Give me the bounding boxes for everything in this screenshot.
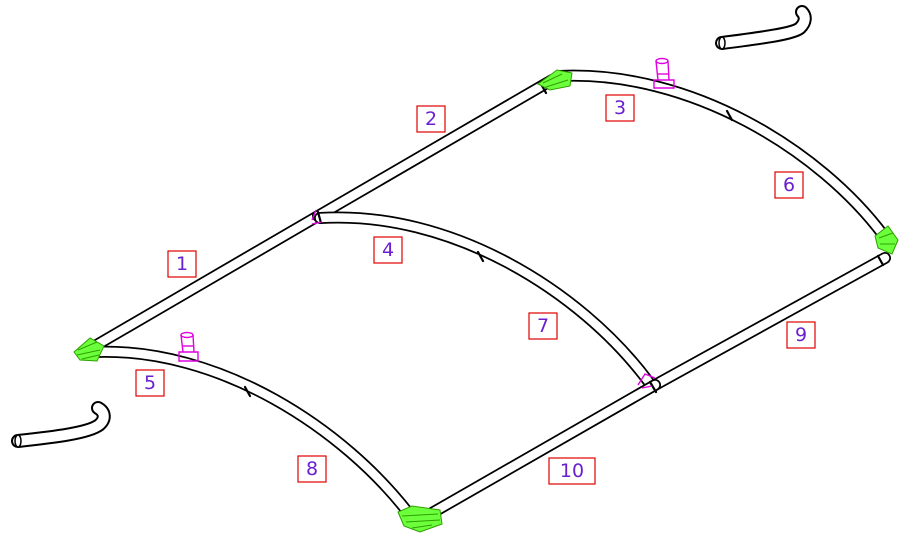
label-4: 4 bbox=[373, 236, 403, 264]
label-6-text: 6 bbox=[783, 174, 795, 196]
label-1: 1 bbox=[167, 250, 197, 278]
connector-mid-right bbox=[637, 373, 656, 389]
label-9: 9 bbox=[786, 321, 816, 349]
label-5-text: 5 bbox=[144, 372, 156, 394]
label-8: 8 bbox=[297, 455, 327, 483]
hose-top-right bbox=[715, 5, 812, 50]
label-10: 10 bbox=[548, 457, 596, 485]
label-10-text: 10 bbox=[560, 460, 584, 482]
label-2: 2 bbox=[416, 105, 446, 133]
label-2-text: 2 bbox=[425, 108, 437, 130]
label-3-text: 3 bbox=[614, 97, 626, 119]
connector-post-top bbox=[653, 57, 675, 89]
connector-corner-right bbox=[874, 225, 899, 255]
label-1-text: 1 bbox=[176, 253, 188, 275]
connector-corner-left bbox=[73, 337, 105, 362]
label-7: 7 bbox=[528, 312, 558, 340]
hose-bottom-left bbox=[11, 401, 111, 448]
label-7-text: 7 bbox=[537, 315, 549, 337]
label-6: 6 bbox=[774, 171, 804, 199]
tube-3-6 bbox=[554, 69, 890, 242]
tube-9 bbox=[649, 252, 891, 391]
label-3: 3 bbox=[605, 94, 635, 122]
connector-corner-top bbox=[537, 69, 573, 91]
label-9-text: 9 bbox=[795, 324, 807, 346]
connector-mid-left bbox=[311, 209, 323, 225]
tube-4-7 bbox=[314, 211, 654, 387]
connector-post-bottom bbox=[178, 331, 199, 362]
connector-corner-bottom bbox=[397, 505, 443, 533]
tube-10 bbox=[419, 379, 661, 523]
label-8-text: 8 bbox=[306, 458, 318, 480]
tube-1 bbox=[82, 210, 324, 356]
label-5: 5 bbox=[135, 369, 165, 397]
label-4-text: 4 bbox=[382, 239, 394, 261]
tube-2 bbox=[312, 74, 558, 222]
tube-5-8 bbox=[86, 345, 416, 521]
